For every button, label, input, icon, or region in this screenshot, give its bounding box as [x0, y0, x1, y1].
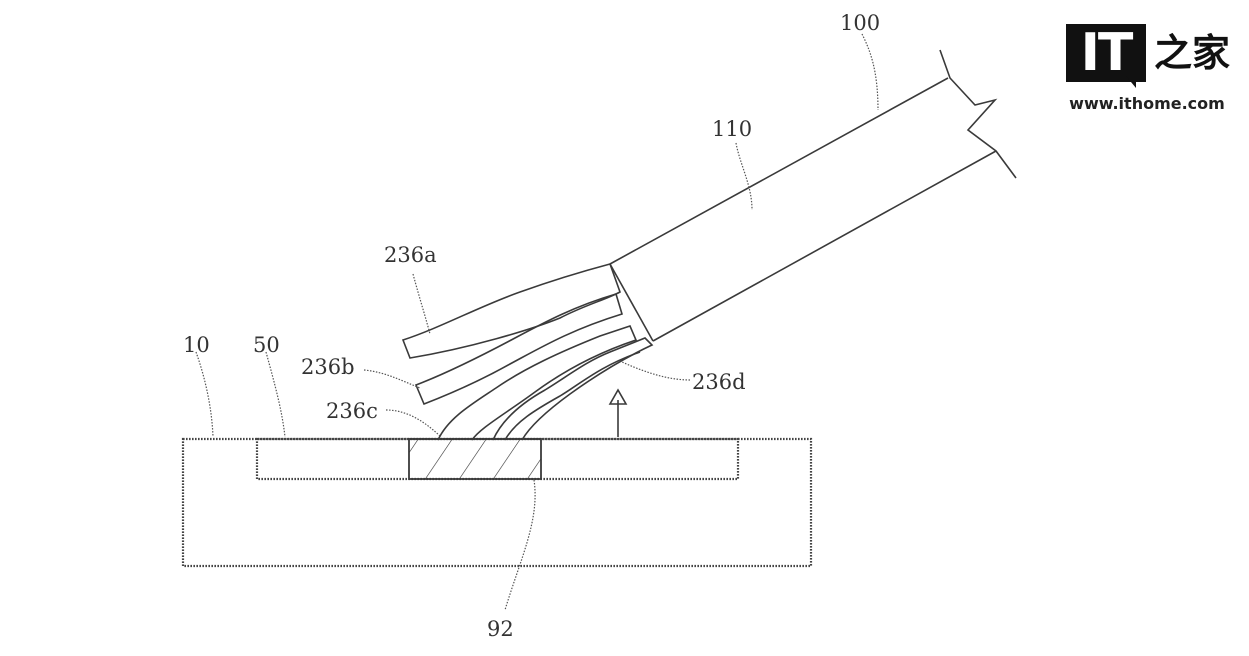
label-236a: 236a	[384, 243, 437, 267]
label-110: 110	[712, 117, 752, 141]
leader-110	[735, 142, 753, 211]
label-50: 50	[253, 333, 280, 357]
logo-url: www.ithome.com	[1069, 94, 1225, 113]
ithome-watermark: IT 之家 www.ithome.com	[1062, 20, 1232, 120]
leader-100	[861, 33, 879, 111]
leader-236d	[621, 361, 691, 381]
label-236d: 236d	[692, 370, 746, 394]
leader-50	[265, 351, 286, 438]
lift-arrow	[608, 388, 628, 437]
leader-92	[504, 479, 536, 611]
logo-notch	[1126, 76, 1136, 88]
leader-236b	[363, 369, 421, 389]
bristle-236a	[401, 263, 621, 359]
label-236c: 236c	[326, 399, 378, 423]
bristle-236d	[492, 337, 654, 441]
probe-110	[609, 49, 1017, 342]
label-92: 92	[487, 617, 514, 641]
label-236b: 236b	[301, 355, 355, 379]
leader-236c	[385, 409, 441, 437]
logo-it-text: IT	[1080, 23, 1134, 83]
bristle-236b	[414, 293, 623, 406]
bristles	[401, 263, 654, 441]
logo-cn-text: 之家	[1154, 31, 1231, 75]
label-100: 100	[840, 11, 880, 35]
contact-92	[408, 438, 542, 480]
leader-10	[195, 351, 214, 438]
logo-box	[1066, 24, 1146, 82]
bristle-236c	[437, 325, 638, 441]
label-10: 10	[183, 333, 210, 357]
leader-236a	[412, 273, 431, 335]
substrate-10	[181, 437, 813, 568]
